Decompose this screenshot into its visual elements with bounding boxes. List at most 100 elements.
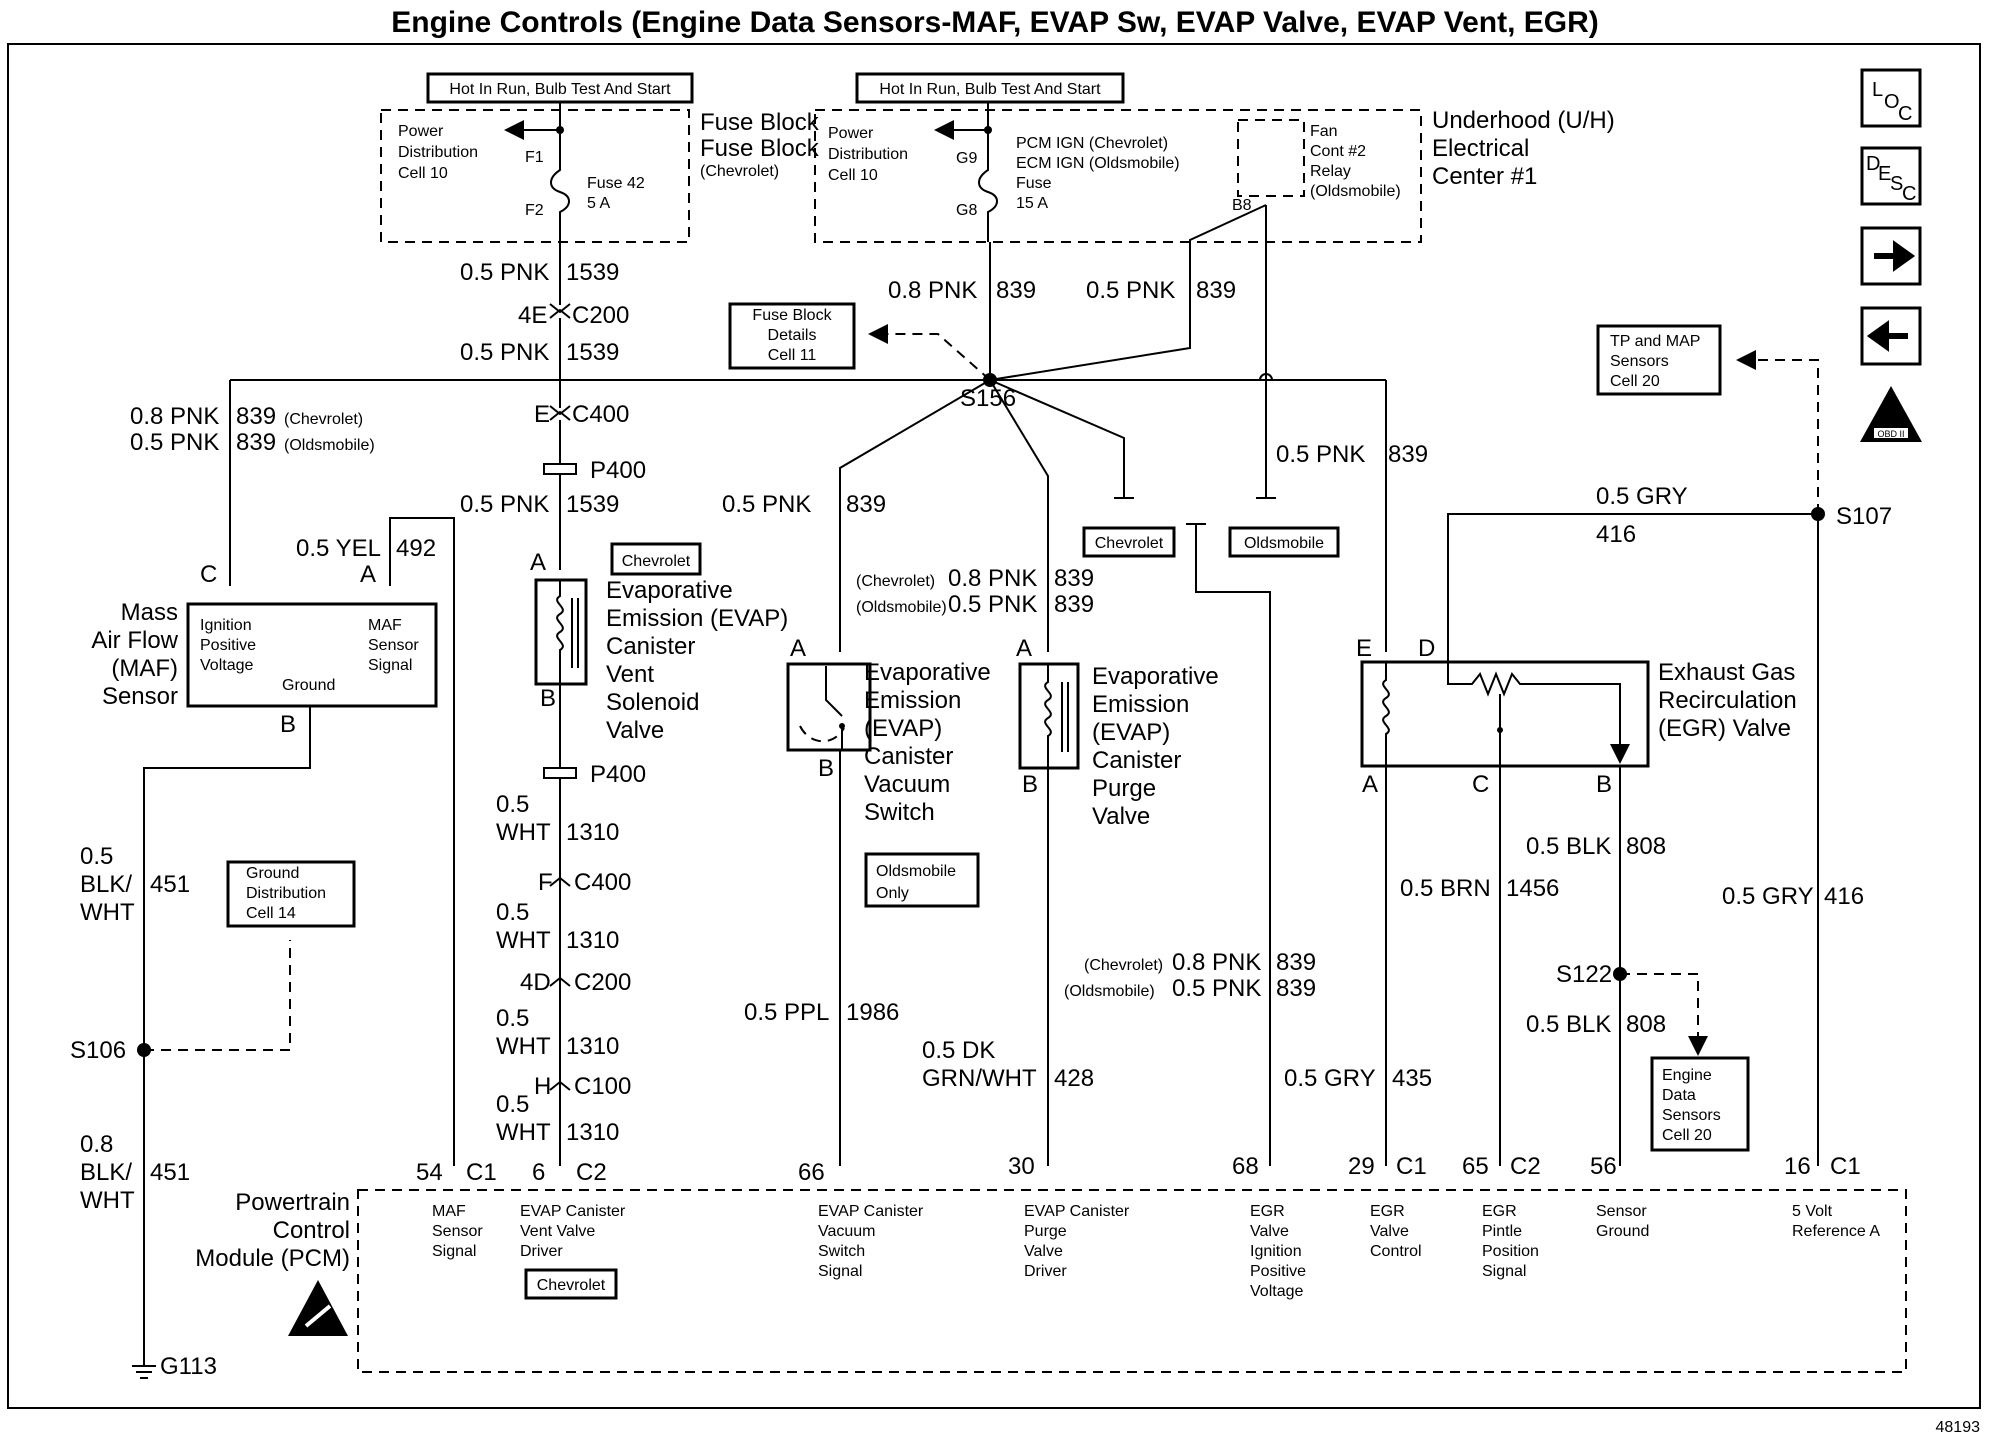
- diagram-label: 839: [1276, 949, 1316, 976]
- diagram-label: Chevrolet: [537, 1277, 606, 1294]
- diagram-label: B: [818, 755, 834, 782]
- diagram-label: 0.8 PNK: [948, 565, 1037, 592]
- oldsmobile-option: [1228, 526, 1340, 558]
- diagram-label: EGR: [1370, 1203, 1405, 1220]
- diagram-label: Switch: [864, 799, 935, 826]
- diagram-label: Fuse Block: [700, 109, 820, 136]
- chevrolet-option: [1082, 526, 1176, 558]
- diagram-label: 416: [1824, 883, 1864, 910]
- diagram-label: G113: [160, 1353, 217, 1380]
- loc-icon[interactable]: LOC: [1860, 68, 1922, 128]
- arrow-right-icon[interactable]: [1860, 226, 1922, 286]
- diagram-label: TP and MAP: [1610, 333, 1700, 350]
- diagram-label: EVAP Canister: [1024, 1203, 1130, 1220]
- diagram-label: EVAP Canister: [818, 1203, 924, 1220]
- chevrolet-tag-pcm: [524, 1268, 618, 1300]
- diagram-label: 0.5 DK: [922, 1037, 995, 1064]
- diagram-label: Driver: [1024, 1263, 1067, 1280]
- diagram-label: 0.5: [496, 791, 529, 818]
- pcm-box: [357, 1189, 1907, 1373]
- diagram-label: A: [1016, 635, 1032, 662]
- diagram-label: 1310: [566, 1119, 619, 1146]
- diagram-label: 56: [1590, 1153, 1617, 1180]
- fuse-42: [550, 130, 570, 242]
- diagram-label: 0.5 PNK: [1172, 975, 1261, 1002]
- diagram-label: 0.5 PNK: [1276, 441, 1365, 468]
- diagram-label: 0.5 YEL: [296, 535, 381, 562]
- diagram-label: 839: [1388, 441, 1428, 468]
- engine-data-sensors-ref[interactable]: [1650, 1056, 1750, 1152]
- diagram-label: 1539: [566, 339, 619, 366]
- diagram-label: Vacuum: [864, 771, 950, 798]
- diagram-label: OBD II: [1877, 429, 1904, 439]
- esd-warning-icon: [288, 1280, 348, 1336]
- diagram-label: Ground: [282, 677, 335, 694]
- fuse-block-details-ref[interactable]: [728, 302, 856, 370]
- diagram-label: Signal: [1482, 1263, 1526, 1280]
- diagram-label: Emission: [864, 687, 961, 714]
- figure-number: 48193: [1936, 1419, 1981, 1436]
- diagram-label: C1: [466, 1159, 497, 1186]
- diagram-label: 0.5 BLK: [1526, 1011, 1611, 1038]
- diagram-label: P400: [590, 457, 646, 484]
- diagram-label: 839: [1196, 277, 1236, 304]
- diagram-frame: [7, 43, 1981, 1409]
- diagram-label: Driver: [520, 1243, 563, 1260]
- diagram-label: (Oldsmobile): [1064, 983, 1155, 1000]
- diagram-label: Power: [828, 125, 874, 142]
- diagram-label: H: [534, 1073, 551, 1100]
- diagram-label: Signal: [818, 1263, 862, 1280]
- diagram-label: Fan: [1310, 123, 1338, 140]
- diagram-label: 428: [1054, 1065, 1094, 1092]
- diagram-label: Distribution: [246, 885, 326, 902]
- diagram-label: Only: [876, 885, 909, 902]
- diagram-label: 4D: [520, 969, 551, 996]
- diagram-label: Oldsmobile: [876, 863, 956, 880]
- arrow-left-icon[interactable]: [1860, 306, 1922, 366]
- diagram-label: Hot In Run, Bulb Test And Start: [449, 81, 671, 98]
- diagram-label: Cell 10: [828, 167, 878, 184]
- diagram-label: (EVAP): [864, 715, 942, 742]
- hot-in-run-label-right: [855, 72, 1125, 104]
- diagram-label: Canister: [864, 743, 953, 770]
- maf-sensor-box: [186, 602, 438, 708]
- diagram-label: C2: [1510, 1153, 1541, 1180]
- ground-distribution-ref[interactable]: [226, 860, 356, 928]
- diagram-label: 0.5 BLK: [1526, 833, 1611, 860]
- diagram-label: Valve: [606, 717, 664, 744]
- diagram-label: 0.8 PNK: [1172, 949, 1261, 976]
- oldsmobile-only-tag: [864, 852, 980, 908]
- diagram-label: 839: [846, 491, 886, 518]
- tp-map-sensors-ref[interactable]: [1596, 324, 1722, 396]
- diagram-label: 451: [150, 1159, 190, 1186]
- diagram-label: 1539: [566, 491, 619, 518]
- diagram-label: D: [1418, 635, 1435, 662]
- diagram-label: WHT: [80, 1187, 135, 1214]
- fan-relay-box: [1237, 119, 1305, 197]
- diagram-label: 451: [150, 871, 190, 898]
- diagram-label: Valve: [1024, 1243, 1063, 1260]
- diagram-label: 66: [798, 1159, 825, 1186]
- diagram-label: PCM IGN (Chevrolet): [1016, 135, 1168, 152]
- diagram-label: MAF: [432, 1203, 466, 1220]
- diagram-label: Evaporative: [606, 577, 733, 604]
- diagram-label: B8: [1232, 197, 1252, 214]
- diagram-label: B: [1596, 771, 1612, 798]
- diagram-label: WHT: [496, 1119, 551, 1146]
- diagram-label: Sensor: [1596, 1203, 1647, 1220]
- diagram-label: A: [360, 561, 376, 588]
- diagram-label: 416: [1596, 521, 1636, 548]
- diagram-label: WHT: [80, 899, 135, 926]
- diagram-label: 0.8: [80, 1131, 113, 1158]
- diagram-label: WHT: [496, 927, 551, 954]
- diagram-label: 65: [1462, 1153, 1489, 1180]
- diagram-label: Positive: [1250, 1263, 1306, 1280]
- diagram-label: Data: [1662, 1087, 1696, 1104]
- diagram-label: (Chevrolet): [284, 411, 363, 428]
- diagram-label: F1: [525, 149, 544, 166]
- diagram-label: 5 A: [587, 195, 610, 212]
- diagram-label: 839: [1054, 565, 1094, 592]
- diagram-label: 68: [1232, 1153, 1259, 1180]
- diagram-label: Mass: [121, 599, 178, 626]
